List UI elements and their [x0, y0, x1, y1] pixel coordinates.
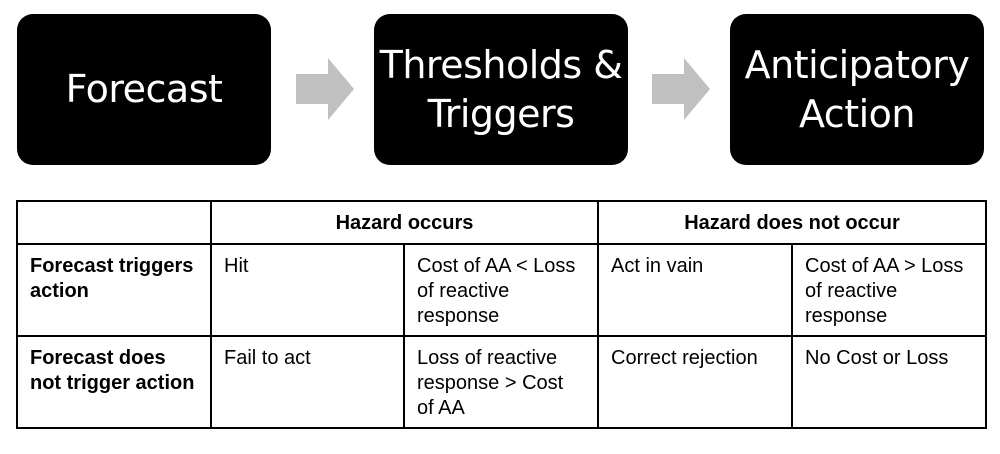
table-cell: Loss of reactive response > Cost of AA: [403, 335, 599, 429]
table-cell: Cost of AA > Loss of reactive response: [790, 243, 988, 337]
outcome-matrix-table: Hazard occurs Hazard does not occur Fore…: [16, 200, 988, 429]
row-label-forecast-does-not-trigger-action: Forecast does not trigger action: [16, 335, 212, 429]
header-hazard-occurs: Hazard occurs: [210, 200, 599, 245]
flow-step-anticipatory-action: Anticipatory Action: [730, 14, 984, 165]
flow-step-thresholds-triggers: Thresholds & Triggers: [374, 14, 628, 165]
table-corner-cell: [16, 200, 212, 245]
table-header-row: Hazard occurs Hazard does not occur: [16, 200, 988, 245]
table-cell: Correct rejection: [597, 335, 793, 429]
table-row: Forecast does not trigger action Fail to…: [16, 335, 988, 429]
right-arrow-icon: [296, 58, 354, 120]
table-cell: Cost of AA < Loss of reactive response: [403, 243, 599, 337]
table-cell: Hit: [210, 243, 405, 337]
table-cell: No Cost or Loss: [790, 335, 988, 429]
table-row: Forecast triggers action Hit Cost of AA …: [16, 243, 988, 337]
table-cell: Act in vain: [597, 243, 793, 337]
flow-step-forecast: Forecast: [17, 14, 271, 165]
table-cell: Fail to act: [210, 335, 405, 429]
row-label-forecast-triggers-action: Forecast triggers action: [16, 243, 212, 337]
right-arrow-icon: [652, 58, 710, 120]
header-hazard-does-not-occur: Hazard does not occur: [596, 200, 988, 245]
